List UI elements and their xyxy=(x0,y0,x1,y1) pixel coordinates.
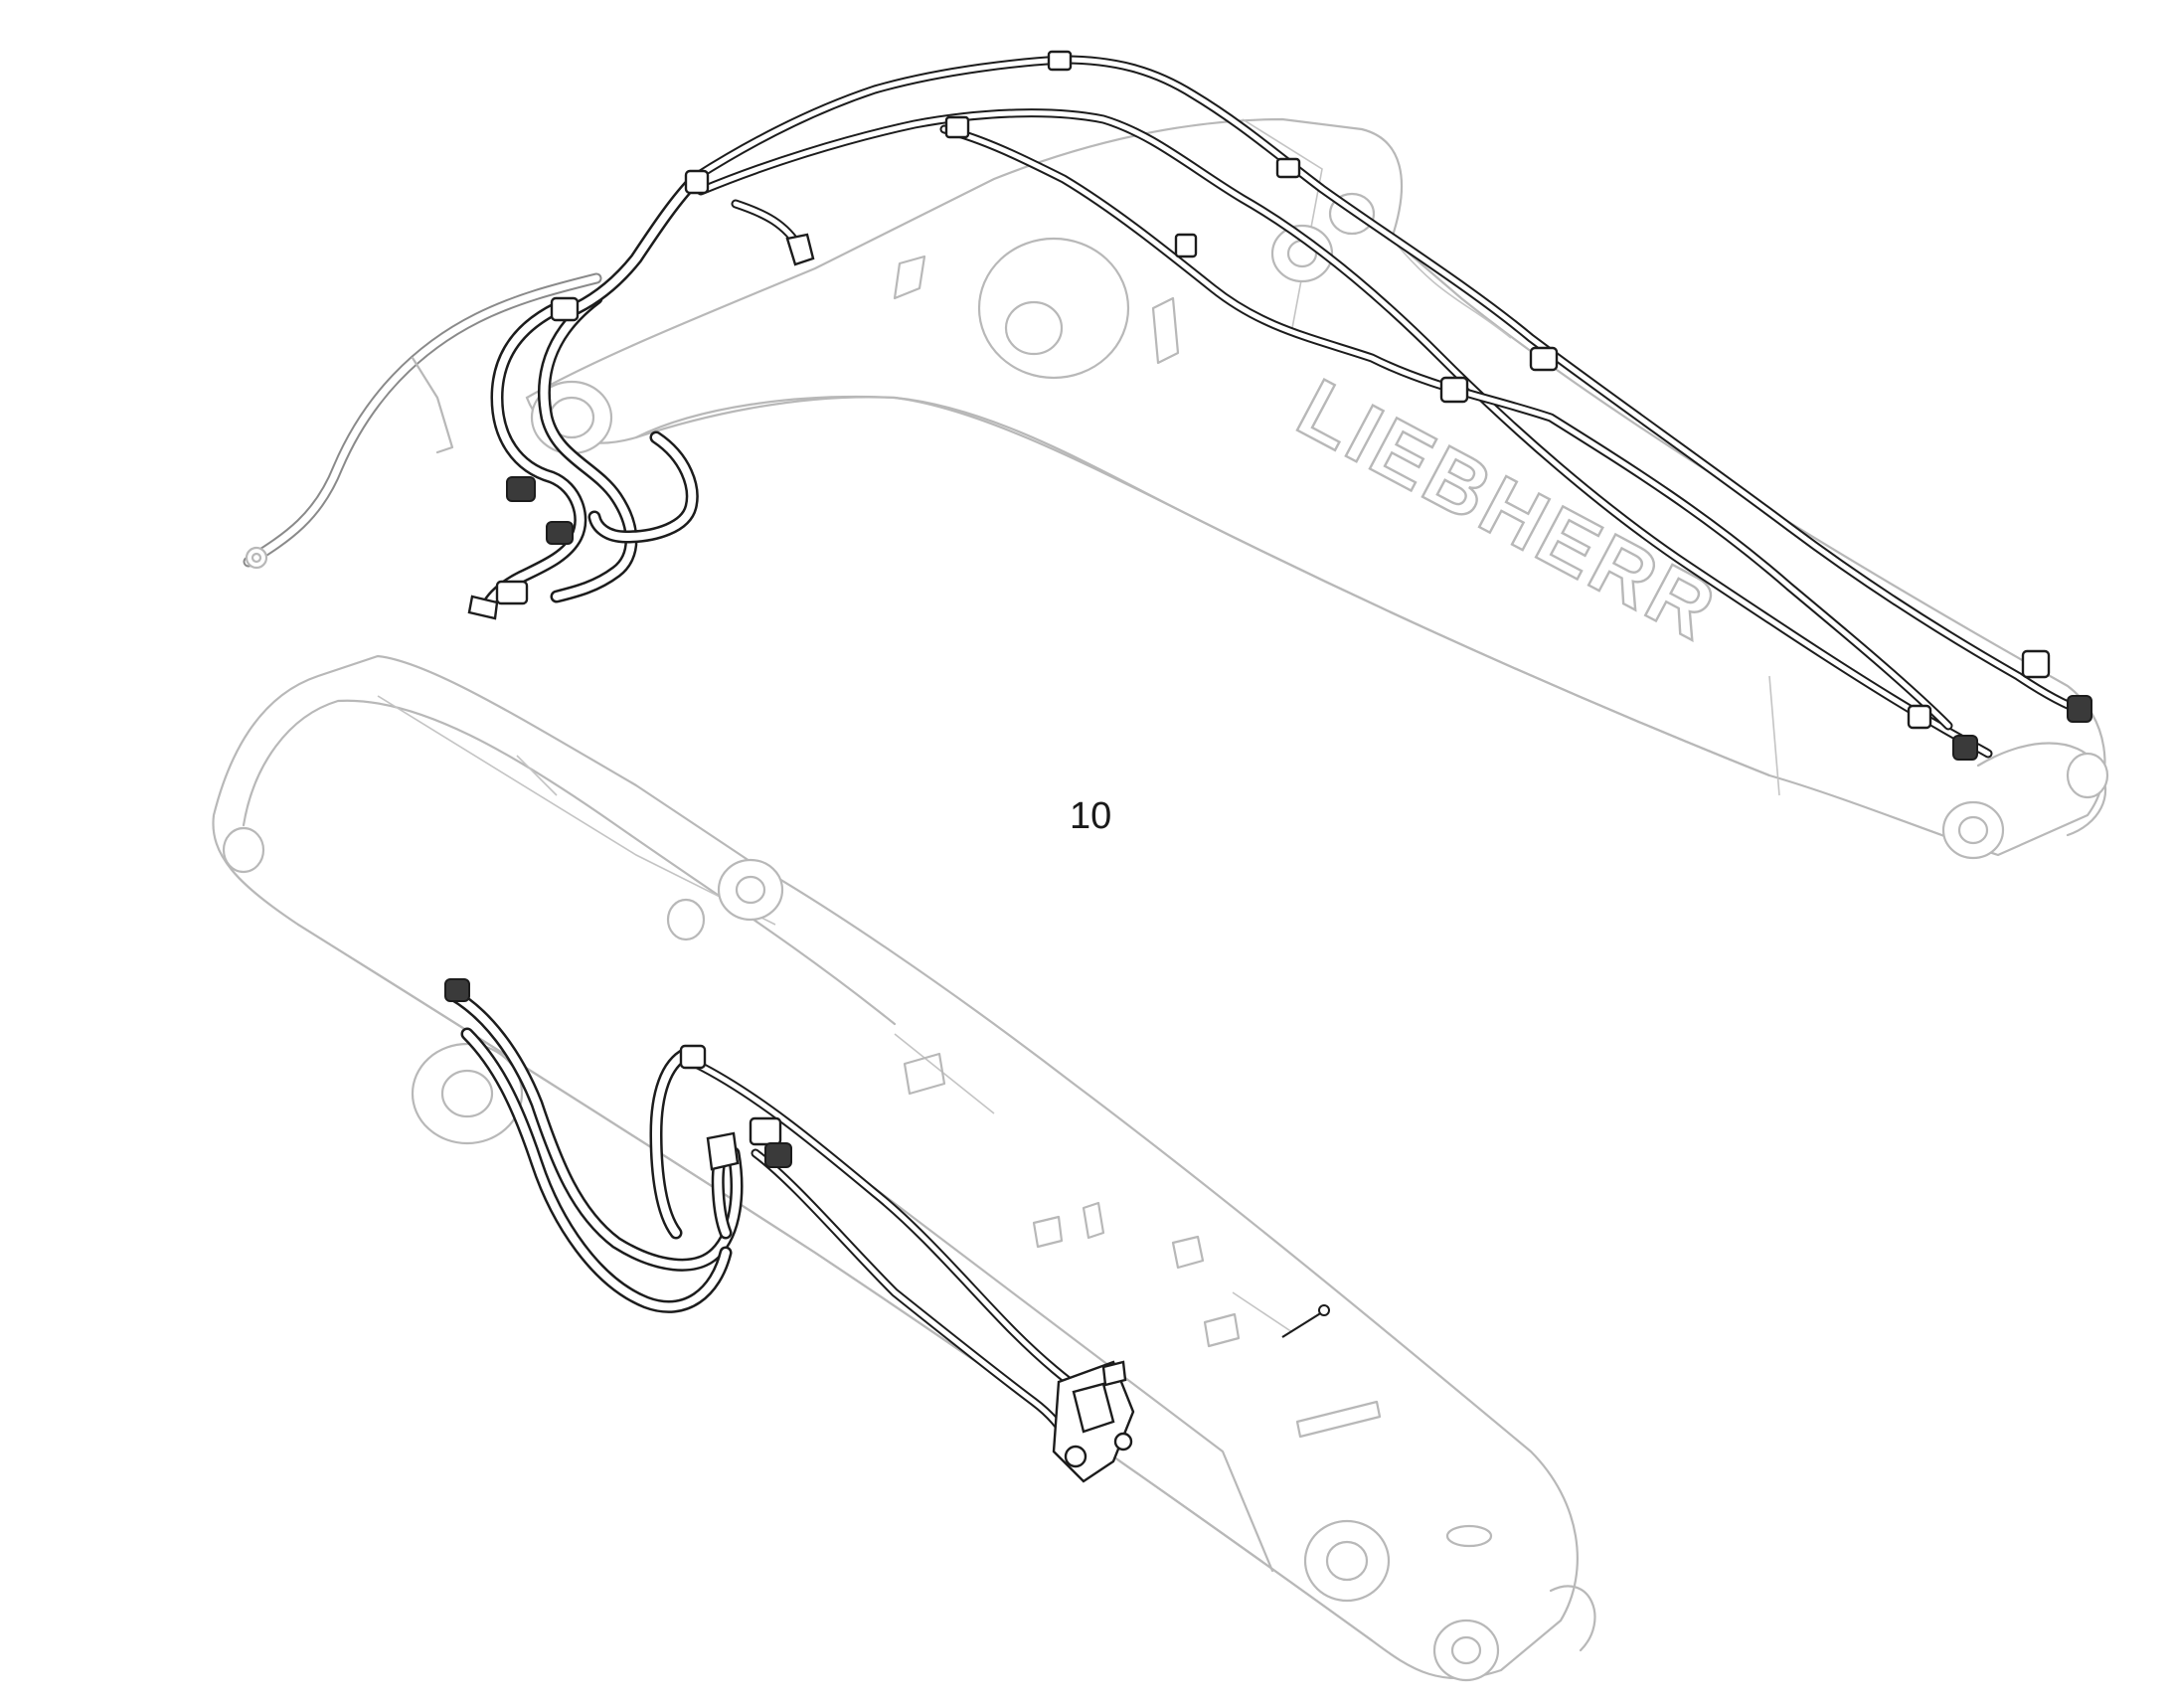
stick-hydraulic-lines xyxy=(444,978,1135,1483)
reference-number: 10 xyxy=(1070,795,1112,837)
stick-body xyxy=(212,654,1596,1682)
boom-body: LIEBHERR xyxy=(525,117,2109,860)
stick-assembly xyxy=(212,654,1596,1682)
boom-ghost-line xyxy=(243,272,602,570)
boom-hydraulic-lines xyxy=(467,50,2092,761)
boom-assembly: LIEBHERR xyxy=(243,50,2109,860)
control-valve-block xyxy=(1052,1360,1135,1483)
